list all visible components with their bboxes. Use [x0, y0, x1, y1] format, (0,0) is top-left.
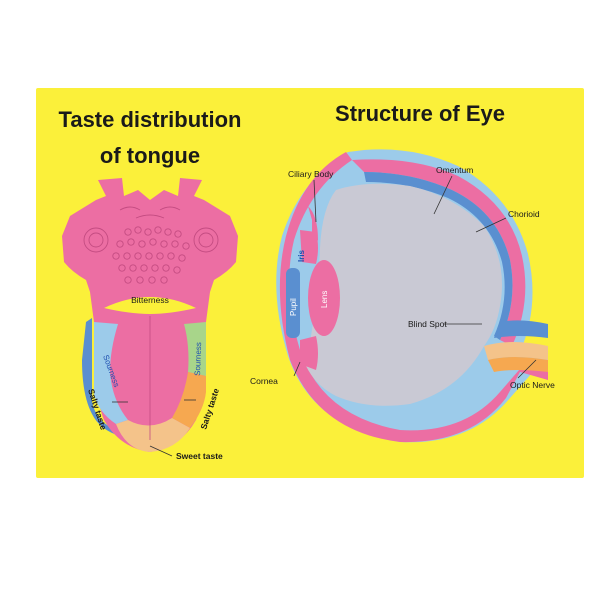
eye-optic-nerve-blue	[494, 320, 548, 338]
leader-optic-nerve	[517, 359, 537, 379]
label-bitterness: Bitterness	[131, 295, 169, 305]
label-pupil: Pupil	[289, 298, 298, 316]
tongue-papillae	[83, 206, 219, 284]
label-sweet: Sweet taste	[176, 451, 223, 461]
leader-cornea	[293, 361, 301, 377]
eye-iris-upper	[300, 230, 318, 264]
leader-omentum	[433, 175, 453, 215]
eye-retina	[364, 172, 513, 340]
label-ciliary-body: Ciliary Body	[288, 169, 334, 179]
label-blind-spot: Blind Spot	[408, 319, 447, 329]
tongue-title-line1: Taste distribution	[59, 107, 242, 132]
eye-optic-nerve-orange	[488, 357, 548, 372]
label-omentum: Omentum	[436, 165, 473, 175]
tongue-diagram: Taste distribution of tongue	[59, 107, 242, 461]
leader-chorioid	[475, 217, 507, 233]
tongue-right-sour-zone	[184, 322, 206, 376]
tongue-left-side-zone	[94, 322, 128, 424]
leader-ciliary	[313, 179, 317, 223]
eye-pupil	[286, 268, 300, 338]
eye-vitreous	[306, 183, 502, 406]
eye-iris-lower	[300, 336, 318, 370]
label-lens: Lens	[320, 291, 329, 308]
label-optic-nerve: Optic Nerve	[510, 380, 555, 390]
label-sourness-right: Sourness	[193, 342, 203, 376]
tongue-title-line2: of tongue	[100, 143, 200, 168]
leader-sweet	[149, 445, 173, 457]
eye-optic-nerve	[484, 342, 548, 360]
eye-choroid	[352, 159, 526, 346]
eye-title: Structure of Eye	[335, 101, 505, 126]
eye-lens	[308, 260, 340, 336]
label-iris: Iris	[297, 249, 306, 262]
tongue-bitterness-notch	[104, 297, 196, 314]
tongue-blue-zone	[82, 318, 120, 436]
tongue-tip-sweet-zone	[116, 418, 190, 452]
eye-diagram: Structure of Eye	[250, 101, 555, 443]
label-cornea: Cornea	[250, 376, 278, 386]
label-chorioid: Chorioid	[508, 209, 540, 219]
